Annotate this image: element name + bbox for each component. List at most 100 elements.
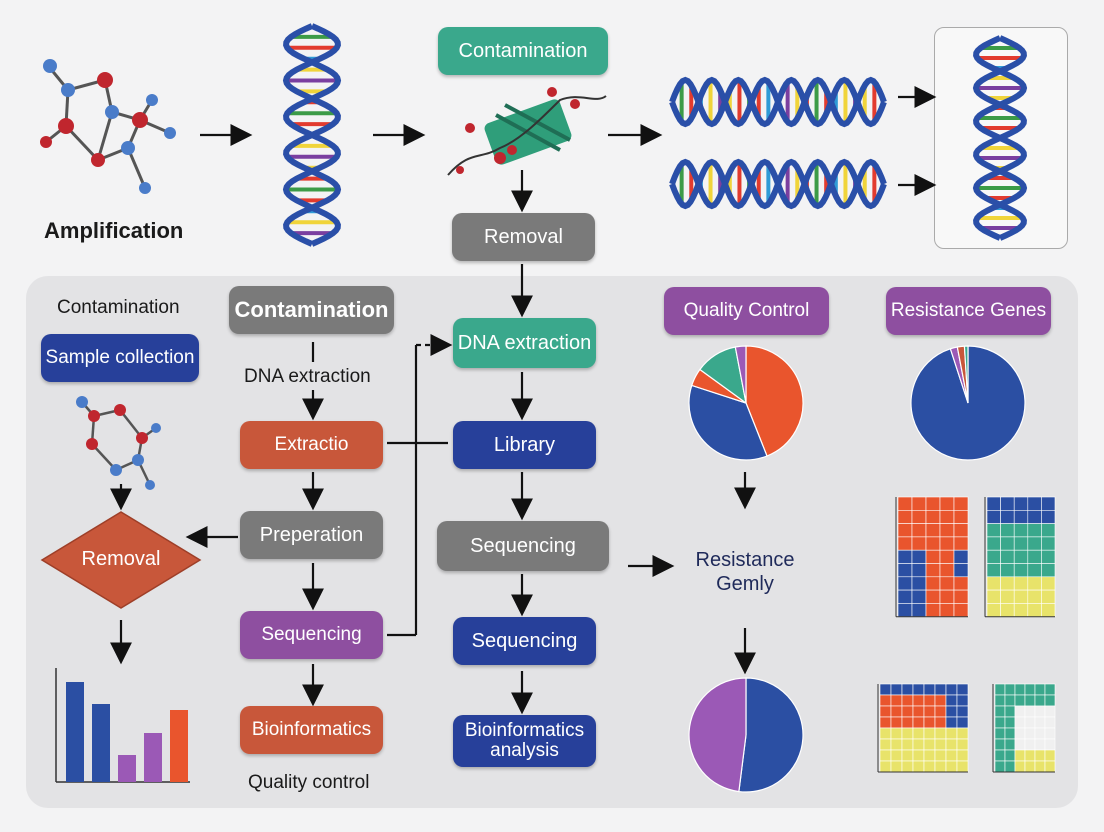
sample-collection-box[interactable]: Sample collection [41,334,199,382]
heatmap-cell [953,576,969,591]
removal-diamond[interactable]: Removal [40,510,202,610]
heatmap-cell [956,683,969,696]
heatmap-cell [945,760,958,773]
sequencing-box-2[interactable]: Sequencing [453,617,596,665]
sequencing-box-1[interactable]: Sequencing [437,521,609,571]
heatmap-cell [1000,603,1015,618]
helix-strand [669,158,887,210]
heatmap-cell [1013,496,1029,511]
heatmap-cell [1041,563,1056,578]
heatmap-genes [984,496,1056,618]
heatmap-cell [1024,727,1036,740]
heatmap-cell [956,727,969,740]
heatmap-cell [925,549,941,564]
library-box[interactable]: Library [453,421,596,469]
heatmap-cell [939,523,955,538]
heatmap-cell [945,749,958,762]
heatmap-cell [897,603,913,618]
heatmap-cell [1013,576,1029,591]
heatmap-cell [1044,705,1056,718]
heatmap-cell [953,496,969,511]
contamination-label: Contamination [57,297,180,318]
heatmap-cell [934,760,947,773]
quality-control-box[interactable]: Quality Control [664,287,829,335]
heatmap-cell [911,549,927,564]
dna-extraction-box[interactable]: DNA extraction [453,318,596,368]
heatmap-cell [1027,509,1042,524]
heatmap-cell [953,589,969,604]
heatmap-cell [1024,683,1036,696]
sequencing-box-left[interactable]: Sequencing [240,611,383,659]
heatmap-cell [923,749,936,762]
bar-1 [92,704,110,782]
heatmap-cell [939,496,955,511]
heatmap-cell [1034,749,1046,762]
heatmap-cell [1044,694,1056,707]
pie-slice-4 [734,345,747,404]
heatmap-cell [879,716,892,729]
heatmap-cell [939,576,955,591]
heatmap-cell [1041,589,1056,604]
heatmap-cell [925,496,941,511]
pie-slice-0 [738,677,804,793]
heatmap-cell [956,716,969,729]
heatmap-cell [1041,549,1056,564]
heatmap-cell [1014,694,1026,707]
heatmap-cell [934,738,947,751]
heatmap-cell [1044,716,1056,729]
heatmap-cell [1013,589,1029,604]
heatmap-cell [897,536,913,551]
heatmap-cell [1034,738,1046,751]
heatmap-cell [934,727,947,740]
heatmap-cell [1024,705,1036,718]
heatmap-cell [1041,536,1056,551]
heatmap-cell [934,749,947,762]
heatmap-cell [925,589,941,604]
bar-0 [66,682,84,782]
heatmap-cell [925,536,941,551]
resistance-genes-pie [910,345,1026,461]
heatmap-cell [923,727,936,740]
resistance-summary-pie [688,677,804,793]
heatmap-cell [890,705,903,718]
heatmap-cell [939,603,955,618]
contamination-box[interactable]: Contamination [229,286,394,334]
molecule-atoms [40,59,176,194]
heatmap-cell [1013,549,1029,564]
resistance-genes-box[interactable]: Resistance Genes [886,287,1051,335]
heatmap-cell [1041,603,1056,618]
heatmap-cell [901,716,914,729]
heatmap-cell [890,716,903,729]
dna-helix-horizontal-icon [669,76,887,128]
bioinformatics-analysis-box[interactable]: Bioinformatics analysis [453,715,596,767]
heatmap-cell [939,509,955,524]
heatmap-cell [953,536,969,551]
heatmap-cell [994,694,1006,707]
heatmap-cell [897,549,913,564]
heatmap-cell [986,563,1001,578]
heatmap-cell [986,589,1001,604]
heatmap-cell [1004,749,1016,762]
heatmap-cell [1041,509,1056,524]
heatmap-cell [986,509,1001,524]
bioinformatics-box-left[interactable]: Bioinformatics [240,706,383,754]
heatmap-cell [925,523,941,538]
dna-helix-output-icon [972,35,1028,241]
preparation-box[interactable]: Preperation [240,511,383,559]
heatmap-cell [1013,536,1029,551]
extraction-box[interactable]: Extractio [240,421,383,469]
heatmap-cell [953,523,969,538]
heatmap-cell [897,496,913,511]
heatmap-cell [923,694,936,707]
heatmap-cell [956,694,969,707]
dna-extraction-label: DNA extraction [244,366,371,387]
heatmap-cell [1014,683,1026,696]
heatmap-cell [1041,496,1056,511]
bar-chart [55,668,190,783]
removal-box-top[interactable]: Removal [452,213,595,261]
contamination-box-top[interactable]: Contamination [438,27,608,75]
heatmap-cell [1024,738,1036,751]
heatmap-cell [911,603,927,618]
heatmap-cell [1000,536,1015,551]
